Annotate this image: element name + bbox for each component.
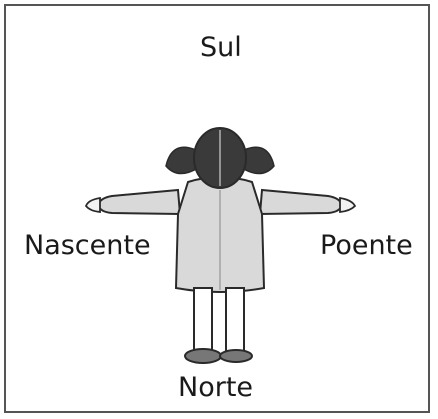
label-bottom-direction: Norte [178, 372, 254, 403]
right-arm [258, 188, 357, 216]
label-right-direction: Poente [320, 230, 413, 261]
legs [193, 287, 245, 353]
label-top-direction: Sul [200, 32, 242, 63]
label-left-direction: Nascente [24, 230, 151, 261]
left-arm [84, 188, 182, 216]
shoes [184, 348, 253, 364]
pigtails [165, 146, 275, 175]
